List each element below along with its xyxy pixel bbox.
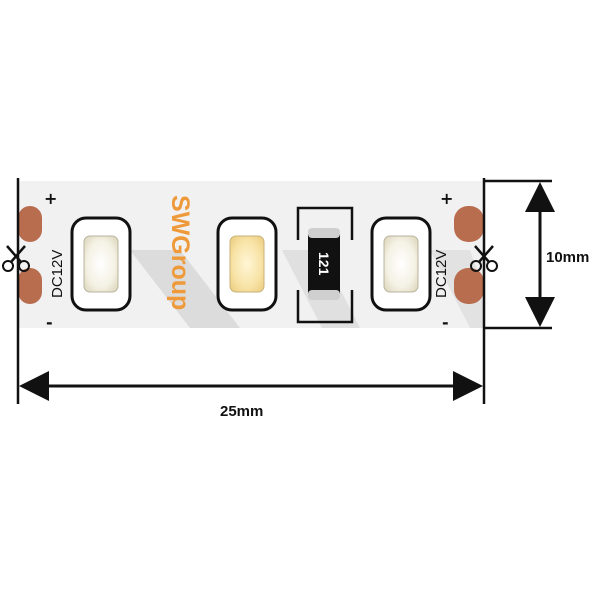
voltage-label-left: DC12V — [49, 250, 66, 298]
resistor-cap — [308, 290, 340, 300]
width-label: 10mm — [546, 249, 589, 266]
led-chip — [70, 216, 132, 312]
polarity-plus-left: + — [44, 189, 57, 208]
led-chip — [370, 216, 432, 312]
resistor-bracket — [296, 290, 354, 324]
resistor-code: 121 — [316, 252, 332, 276]
resistor — [308, 228, 340, 300]
resistor-cap — [308, 228, 340, 238]
polarity-minus-left: - — [46, 313, 53, 332]
brand-logo-text: SWGroup — [166, 195, 194, 310]
strip-shadow — [130, 250, 240, 328]
solder-pad-right-top — [454, 206, 484, 242]
polarity-plus-right: + — [440, 189, 453, 208]
led-chip — [216, 216, 278, 312]
solder-pad-right-bottom — [454, 268, 484, 304]
solder-pad-left-bottom — [18, 268, 42, 304]
polarity-minus-right: - — [442, 313, 449, 332]
solder-pad-left-top — [18, 206, 42, 242]
voltage-label-right: DC12V — [433, 250, 450, 298]
length-label: 25mm — [220, 403, 263, 420]
resistor-bracket — [296, 206, 354, 240]
scissors-icon — [470, 245, 498, 272]
